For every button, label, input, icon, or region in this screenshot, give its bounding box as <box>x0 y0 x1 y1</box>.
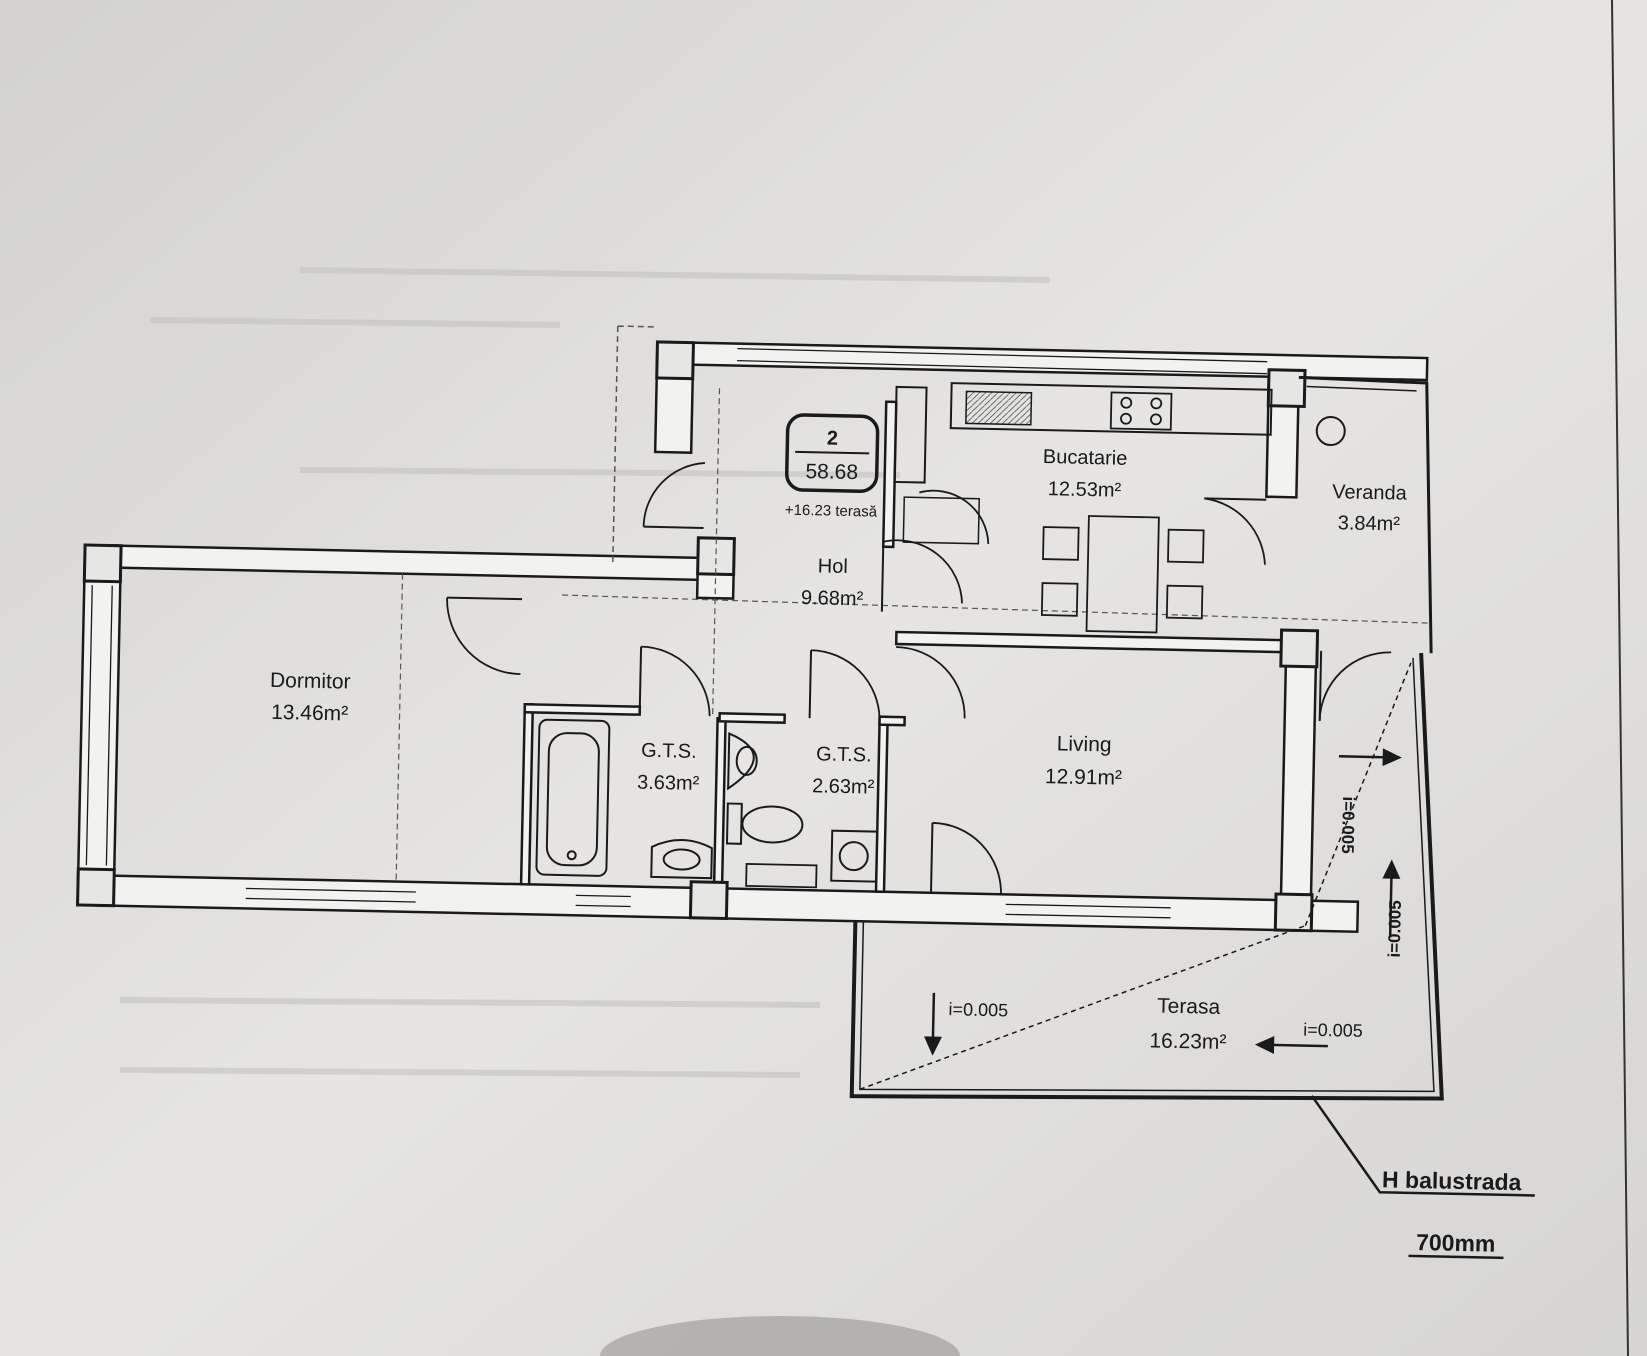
balustrade-underline <box>1408 1254 1504 1260</box>
balustrade-height: 700mm <box>1416 1229 1496 1257</box>
room-gts-1-name: G.T.S. <box>641 740 697 763</box>
dashed-axis-3 <box>562 594 1432 624</box>
room-terasa-area: 16.23m² <box>1149 1029 1227 1054</box>
kitchen-counter <box>949 382 1273 436</box>
room-veranda-area: 3.84m² <box>1337 512 1400 535</box>
room-dormitor-area: 13.46m² <box>271 701 349 726</box>
bathtub-icon <box>535 718 611 877</box>
room-hol-name: Hol <box>818 555 848 578</box>
terrace-outline <box>849 652 1444 1101</box>
page-edge <box>1611 0 1629 1356</box>
stove-icon <box>1109 391 1173 431</box>
room-dormitor-name: Dormitor <box>270 669 351 694</box>
room-bucatarie-name: Bucatarie <box>1043 446 1128 470</box>
slope-terrace-left: i=0.005 <box>948 999 1008 1020</box>
dining-set-icon <box>1040 515 1205 634</box>
dashed-axis-2 <box>712 388 721 719</box>
toilet-icon <box>725 802 804 845</box>
room-hol-area: 9.68m² <box>801 587 864 610</box>
door-swings <box>446 462 1392 895</box>
shadow <box>600 1316 960 1356</box>
room-veranda-name: Veranda <box>1332 481 1408 505</box>
sink-2-icon <box>727 732 758 791</box>
terrace-diagonal <box>859 924 1306 1091</box>
shaft-icon <box>902 496 981 545</box>
veranda-glazing <box>1306 385 1417 392</box>
door-leaves <box>447 497 1323 893</box>
terrace-diagonal-2 <box>1304 662 1412 926</box>
slope-living-right: i=0.005 <box>1338 796 1358 854</box>
sink-icon <box>965 390 1033 426</box>
slope-arrows <box>924 748 1402 1056</box>
veranda-outline <box>1298 375 1433 654</box>
washing-machine-icon <box>830 829 879 883</box>
terrace-inner-outline <box>859 657 1435 1093</box>
apartment-badge <box>784 413 880 493</box>
apartment-total-area: 58.68 <box>805 460 858 484</box>
bleed-through <box>119 267 1051 1078</box>
apartment-number: 2 <box>827 428 839 450</box>
balustrade-label: H balustrada <box>1382 1166 1522 1195</box>
room-gts-2-area: 2.63m² <box>812 775 875 798</box>
fridge-icon <box>893 385 928 484</box>
room-living-name: Living <box>1056 732 1111 756</box>
room-gts-2-name: G.T.S. <box>816 743 872 766</box>
plan-group: 2 58.68 +16.23 terasă Bucatarie 12.53m² … <box>76 325 1535 1260</box>
balustrade-leader <box>1310 1095 1535 1197</box>
washbasin-icon <box>650 839 713 880</box>
slope-terrace-right: i=0.005 <box>1385 900 1405 958</box>
badge-divider <box>795 450 870 455</box>
room-living-area: 12.91m² <box>1045 765 1123 790</box>
apartment-terrace-note: +16.23 terasă <box>785 502 878 521</box>
boiler-icon <box>1315 416 1346 447</box>
windows <box>85 347 1268 919</box>
room-gts-1-area: 3.63m² <box>637 772 700 795</box>
slope-terrace-bottom: i=0.005 <box>1303 1020 1363 1041</box>
dashed-axis-1 <box>395 573 404 882</box>
room-terasa-name: Terasa <box>1157 995 1221 1019</box>
dashed-outline <box>612 325 658 567</box>
bath-cabinet-icon <box>745 862 818 889</box>
room-bucatarie-area: 12.53m² <box>1048 478 1122 502</box>
